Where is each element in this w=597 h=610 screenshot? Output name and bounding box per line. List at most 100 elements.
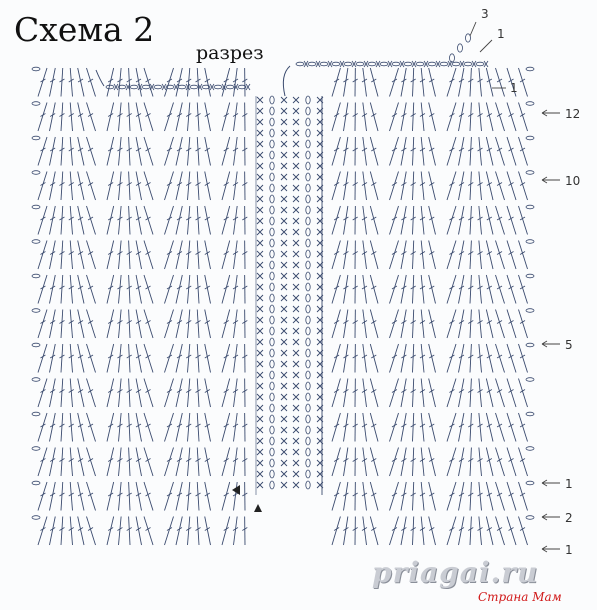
band-chain (269, 227, 275, 237)
top-chain (475, 61, 485, 67)
dc-stitch (458, 516, 465, 546)
dc-crossbar (419, 492, 426, 497)
dc-crossbar (242, 354, 248, 359)
dc-crossbar (49, 147, 56, 152)
dc-stitch (400, 136, 407, 166)
band-sc (256, 107, 264, 115)
band-sc (292, 217, 300, 225)
dc-stitch (331, 171, 341, 201)
dc-stitch (331, 481, 341, 511)
band-sc (292, 118, 300, 126)
band-sc (256, 459, 264, 467)
dc-stitch (86, 412, 96, 442)
top-sc (375, 60, 381, 68)
dc-stitch (187, 447, 191, 477)
dc-crossbar (107, 527, 114, 531)
dc-stitch (478, 447, 482, 477)
band-curve (282, 65, 291, 97)
dc-stitch (369, 412, 379, 442)
dc-crossbar (496, 389, 503, 393)
dc-stitch (362, 67, 367, 97)
dc-stitch (233, 136, 238, 166)
dc-crossbar (343, 147, 349, 152)
dc-stitch (458, 447, 465, 477)
dc-stitch (60, 67, 64, 97)
dc-crossbar (519, 78, 526, 83)
dc-stitch (343, 481, 349, 511)
dc-crossbar (145, 182, 151, 186)
dc-crossbar (242, 251, 248, 255)
dc-crossbar (107, 216, 114, 221)
dc-stitch (49, 447, 56, 477)
dc-crossbar (195, 320, 201, 324)
dc-stitch (37, 67, 48, 97)
dc-crossbar (458, 527, 465, 531)
top-sc (363, 60, 369, 68)
dc-crossbar (361, 113, 368, 117)
dc-stitch (69, 412, 73, 442)
dc-stitch (420, 481, 425, 511)
dc-crossbar (232, 354, 239, 359)
dc-stitch (77, 67, 85, 97)
dc-crossbar (508, 320, 514, 324)
band-sc (280, 107, 288, 115)
dc-stitch (60, 136, 64, 166)
dc-stitch (69, 67, 73, 97)
dc-stitch (400, 412, 407, 442)
dc-stitch (135, 447, 142, 477)
dc-crossbar (49, 251, 56, 255)
dc-stitch (221, 412, 231, 442)
dc-stitch (69, 274, 73, 304)
dc-crossbar (508, 216, 514, 221)
dc-crossbar (486, 182, 493, 186)
dc-stitch (128, 67, 131, 97)
dc-stitch (69, 102, 73, 132)
dc-stitch (128, 447, 131, 477)
dc-crossbar (391, 320, 398, 324)
dc-crossbar (166, 423, 173, 428)
band-sc (280, 261, 288, 269)
dc-crossbar (486, 423, 493, 428)
dc-stitch (37, 516, 48, 546)
band-sc (256, 371, 264, 379)
dc-stitch (86, 136, 96, 166)
dc-stitch (175, 309, 183, 339)
band-sc (292, 404, 300, 412)
dc-crossbar (410, 423, 416, 428)
dc-stitch (233, 343, 238, 373)
dc-crossbar (477, 423, 483, 428)
dc-stitch (369, 447, 379, 477)
dc-stitch (458, 205, 465, 235)
dc-crossbar (195, 182, 201, 186)
dc-stitch (37, 274, 48, 304)
dc-crossbar (449, 285, 455, 290)
dc-crossbar (204, 423, 211, 428)
dc-stitch (362, 481, 367, 511)
band-sc (280, 470, 288, 478)
dc-stitch (506, 171, 517, 201)
dc-crossbar (232, 113, 239, 117)
dc-crossbar (458, 458, 465, 462)
band-sc (256, 382, 264, 390)
top-sc (327, 60, 333, 68)
dc-stitch (143, 516, 154, 546)
dc-crossbar (40, 147, 46, 152)
band-sc (256, 96, 264, 104)
dc-stitch (331, 67, 341, 97)
dc-stitch (428, 343, 436, 373)
dc-stitch (506, 378, 517, 408)
dc-crossbar (458, 251, 465, 255)
dc-crossbar (107, 423, 114, 428)
band-sc (280, 415, 288, 423)
dc-stitch (518, 67, 528, 97)
dc-crossbar (419, 78, 426, 83)
dc-crossbar (145, 78, 151, 83)
dc-stitch (389, 378, 399, 408)
dc-crossbar (486, 527, 493, 531)
dc-crossbar (126, 458, 132, 462)
dc-crossbar (449, 182, 455, 186)
dc-stitch (331, 309, 341, 339)
band-sc (256, 393, 264, 401)
dc-crossbar (477, 527, 483, 531)
dc-stitch (343, 378, 349, 408)
